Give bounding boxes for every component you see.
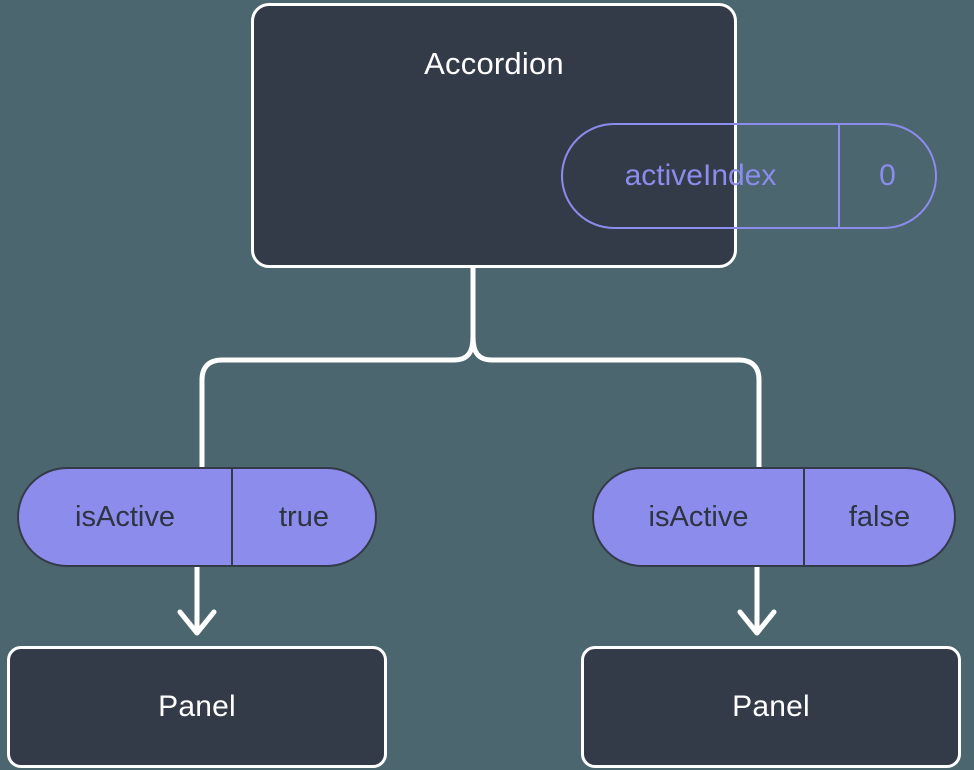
accordion-to-branches-bracket <box>470 265 762 470</box>
isactive-true-to-panel-arrow-head <box>177 609 217 636</box>
panel-node-left[interactable]: Panel <box>7 646 387 768</box>
state-pill-activeindex-value: 0 <box>879 159 896 192</box>
prop-pill-isactive-true[interactable]: isActive true <box>17 467 377 567</box>
panel-node-right[interactable]: Panel <box>581 646 961 768</box>
state-pill-activeindex-key: activeIndex <box>563 125 840 227</box>
accordion-node[interactable]: Accordion activeIndex 0 <box>251 3 937 268</box>
prop-pill-isactive-false-key: isActive <box>594 469 805 565</box>
accordion-to-branches-bracket-left <box>199 334 476 470</box>
prop-pill-isactive-true-value: true <box>279 500 329 533</box>
panel-node-right-title: Panel <box>732 690 810 723</box>
panel-node-left-title: Panel <box>158 690 236 723</box>
prop-pill-isactive-false[interactable]: isActive false <box>592 467 956 567</box>
accordion-node-title: Accordion <box>424 46 564 81</box>
prop-pill-isactive-false-value: false <box>848 500 911 533</box>
state-pill-activeindex[interactable]: activeIndex 0 <box>561 123 937 229</box>
prop-pill-isactive-true-key: isActive <box>19 469 233 565</box>
isactive-false-to-panel-arrow-head <box>737 609 777 636</box>
